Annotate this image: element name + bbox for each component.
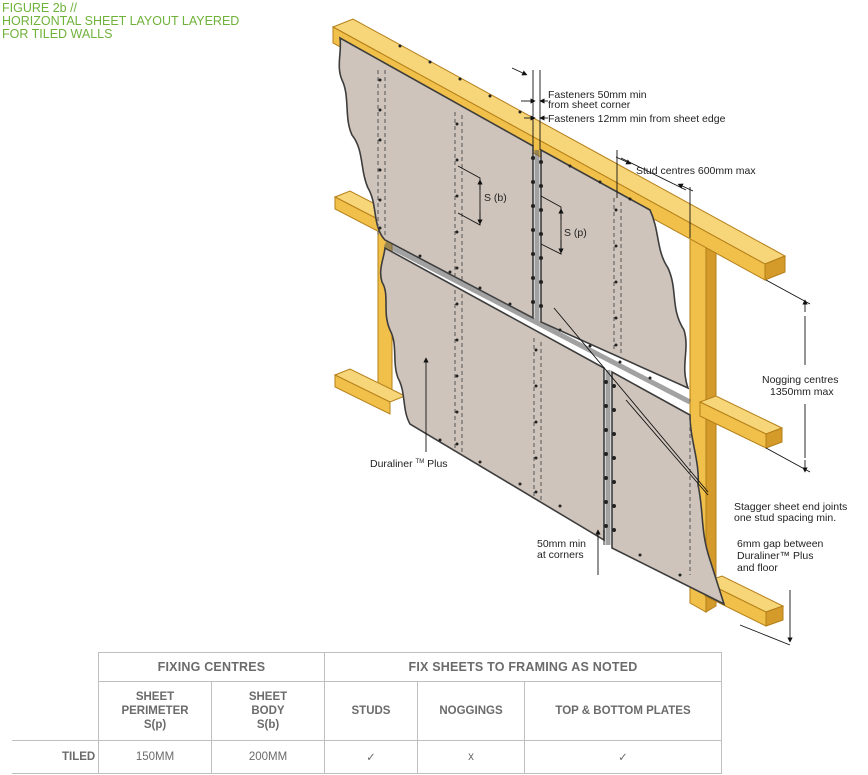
sheet-joints <box>383 150 692 545</box>
col-header-perimeter: SHEET PERIMETER S(p) <box>98 681 212 741</box>
row-label-tiled: TILED <box>12 740 99 774</box>
group-header-fix-sheets: FIX SHEETS TO FRAMING AS NOTED <box>324 652 722 682</box>
cell-perimeter: 150MM <box>98 740 212 774</box>
stagger-label-1: Stagger sheet end joints <box>734 501 847 513</box>
nogging-centres-label-1: Nogging centres <box>762 374 838 386</box>
col-perimeter-line-3: S(p) <box>143 719 167 731</box>
col-perimeter-line-1: SHEET <box>135 691 175 703</box>
col-body-line-2: BODY <box>251 705 285 717</box>
sp-label: S (p) <box>564 227 587 239</box>
cell-plates: ✓ <box>524 740 722 774</box>
table-row: TILED 150MM 200MM ✓ x ✓ <box>12 740 722 774</box>
gap-label-3: and floor <box>737 562 778 574</box>
lower-sheet-left <box>379 246 605 542</box>
stagger-label-2: one stud spacing min. <box>734 512 836 524</box>
product-name: Duraliner <box>370 458 413 470</box>
corners-label-1: 50mm min <box>537 538 586 550</box>
gap-label-2: Duraliner™ Plus <box>737 550 813 562</box>
lower-left-nogging <box>333 368 407 415</box>
product-trademark: TM <box>416 459 425 465</box>
figure-title-line-2: FOR TILED WALLS <box>2 27 113 41</box>
col-perimeter-line-2: PERIMETER <box>121 705 189 717</box>
col-body-line-3: S(b) <box>256 719 280 731</box>
col-header-plates: TOP & BOTTOM PLATES <box>524 681 722 741</box>
cell-noggings: x <box>417 740 525 774</box>
product-label: Duraliner TM Plus <box>370 454 448 470</box>
col-body-line-1: SHEET <box>248 691 288 703</box>
fasteners-corner-label-2: from sheet corner <box>548 99 631 111</box>
lower-sheet-right <box>611 370 726 606</box>
corners-label-2: at corners <box>537 549 584 561</box>
nogging-centres-label-2: 1350mm max <box>770 386 834 398</box>
stud-lines <box>377 70 691 575</box>
wall-framing-diagram: Fasteners 50mm min from sheet corner Fas… <box>331 18 847 646</box>
gap-label-1: 6mm gap between <box>737 538 824 550</box>
sb-label: S (b) <box>484 192 507 204</box>
leader-lines <box>423 67 811 646</box>
cell-body: 200MM <box>211 740 325 774</box>
figure-title: FIGURE 2b // HORIZONTAL SHEET LAYOUT LAY… <box>2 2 302 41</box>
fasteners-edge-label: Fasteners 12mm min from sheet edge <box>548 113 726 125</box>
figure-title-line-1: HORIZONTAL SHEET LAYOUT LAYERED <box>2 14 240 28</box>
stud-centres-label: Stud centres 600mm max <box>636 165 756 177</box>
col-header-noggings: NOGGINGS <box>417 681 525 741</box>
fasteners <box>378 44 682 577</box>
col-header-studs: STUDS <box>324 681 418 741</box>
table-corner-blank-2 <box>12 682 99 741</box>
product-suffix: Plus <box>427 458 447 470</box>
fixing-centres-table: FIXING CENTRES FIX SHEETS TO FRAMING AS … <box>12 652 722 774</box>
group-header-fixing-centres: FIXING CENTRES <box>98 652 325 682</box>
fasteners-corner-label-1: Fasteners 50mm min <box>548 89 647 101</box>
col-header-body: SHEET BODY S(b) <box>211 681 325 741</box>
figure-number: FIGURE 2b // <box>2 1 78 15</box>
cell-studs: ✓ <box>324 740 418 774</box>
table-corner-blank <box>12 653 99 682</box>
upper-sheet-left <box>338 36 534 320</box>
